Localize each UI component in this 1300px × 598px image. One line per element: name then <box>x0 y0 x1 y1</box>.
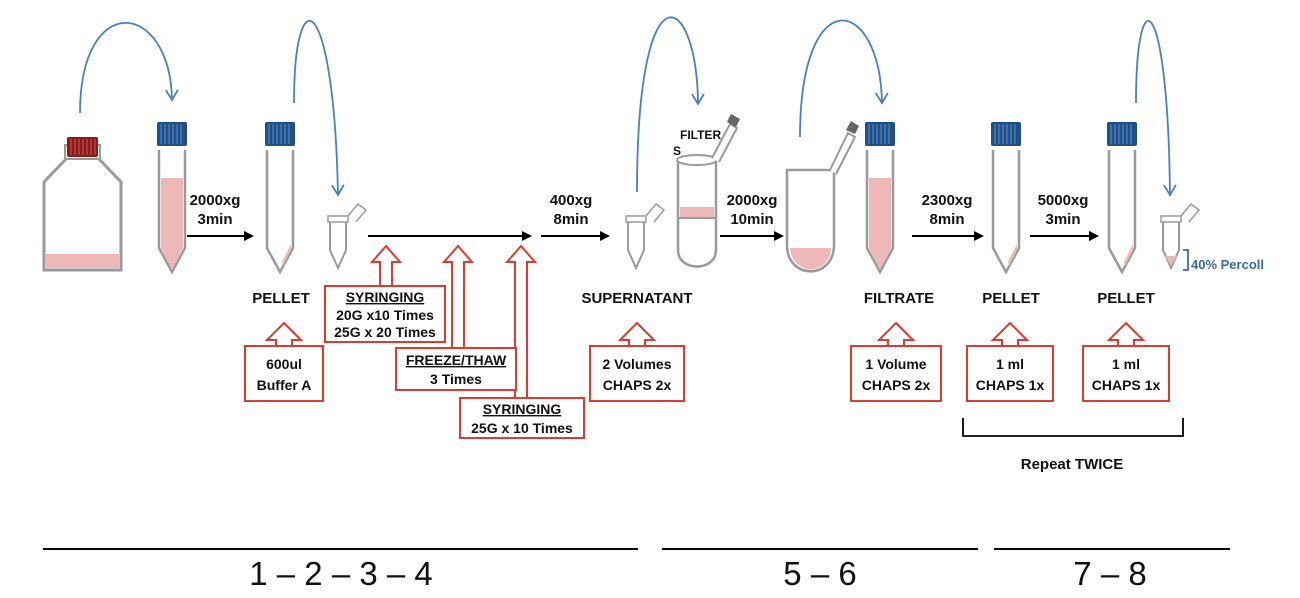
spin-speed-3: 2000xg <box>727 192 778 209</box>
box-syringing-1-line1: 20G x10 Times <box>336 307 434 323</box>
group-label-2: 5 – 6 <box>783 555 856 592</box>
spin-speed-2: 400xg <box>550 192 593 209</box>
spin-time-4: 8min <box>929 211 964 228</box>
stage-label-supernatant: SUPERNATANT <box>581 290 692 307</box>
stage-label-pellet-1: PELLET <box>252 290 310 307</box>
add-arrow-chaps-1vol <box>876 321 916 347</box>
add-arrow-buffer-a <box>264 321 304 347</box>
spin-speed-4: 2300xg <box>922 192 973 209</box>
box-syringing-2-line1: 25G x 10 Times <box>471 420 573 436</box>
add-arrow-syringing-1 <box>369 244 403 287</box>
filter-tube-icon <box>676 114 740 268</box>
falcon-tube-filtrate-icon <box>865 122 895 275</box>
box-buffer-a-line1: 600ul <box>266 356 302 372</box>
percoll-bracket <box>1183 249 1189 271</box>
box-chaps-1vol-line2: CHAPS 2x <box>862 377 931 393</box>
falcon-tube-pellet-icon-3 <box>1107 122 1137 275</box>
box-freeze-thaw-line1: 3 Times <box>430 371 482 387</box>
box-chaps-1vol: 1 Volume CHAPS 2x <box>850 345 942 402</box>
box-chaps-1ml-b-line2: CHAPS 1x <box>1092 377 1161 393</box>
transfer-arrow-1 <box>79 21 179 114</box>
box-chaps-2vol-line1: 2 Volumes <box>603 356 672 372</box>
culture-flask-icon <box>42 137 123 272</box>
box-chaps-1ml-b: 1 ml CHAPS 1x <box>1082 345 1170 402</box>
box-freeze-thaw: FREEZE/THAW 3 Times <box>395 347 517 391</box>
box-syringing-1-title: SYRINGING <box>346 289 425 305</box>
add-arrow-1ml-a <box>990 321 1030 347</box>
repeat-bracket <box>962 418 1184 437</box>
falcon-tube-icon-1 <box>157 122 187 275</box>
box-freeze-thaw-title: FREEZE/THAW <box>406 352 507 368</box>
falcon-tube-pellet-icon-2 <box>991 122 1021 275</box>
filter-label-suffix: S <box>673 144 681 158</box>
microtube-percoll-icon <box>1160 202 1201 271</box>
box-buffer-a-line2: Buffer A <box>257 377 312 393</box>
stage-label-pellet-3: PELLET <box>1097 290 1155 307</box>
box-chaps-1ml-a: 1 ml CHAPS 1x <box>966 345 1054 402</box>
group-label-3: 7 – 8 <box>1073 555 1146 592</box>
add-arrow-chaps-2vol <box>617 321 657 347</box>
microtube-icon-2 <box>625 202 666 271</box>
transfer-arrow-4 <box>799 19 889 138</box>
spin-time-2: 8min <box>553 211 588 228</box>
transfer-arrow-2 <box>293 20 345 197</box>
spin-time-5: 3min <box>1045 211 1080 228</box>
group-label-1: 1 – 2 – 3 – 4 <box>249 555 432 592</box>
filter-label: FILTER <box>680 128 721 142</box>
spin-speed-1: 2000xg <box>190 192 241 209</box>
falcon-tube-pellet-icon-1 <box>265 122 295 275</box>
box-syringing-2: SYRINGING 25G x 10 Times <box>459 397 585 439</box>
box-buffer-a: 600ul Buffer A <box>244 345 324 402</box>
box-chaps-2vol-line2: CHAPS 2x <box>603 377 672 393</box>
spin-speed-5: 5000xg <box>1038 192 1089 209</box>
microtube-icon-1 <box>327 202 368 271</box>
transfer-arrow-5 <box>1135 20 1177 197</box>
repeat-label: Repeat TWICE <box>1021 456 1124 473</box>
box-chaps-1ml-a-line2: CHAPS 1x <box>976 377 1045 393</box>
add-arrow-freeze-thaw <box>441 244 475 349</box>
box-chaps-1vol-line1: 1 Volume <box>865 356 926 372</box>
stage-label-filtrate: FILTRATE <box>864 290 934 307</box>
spin-time-1: 3min <box>197 211 232 228</box>
spin-time-3: 10min <box>730 211 773 228</box>
transfer-arrow-3 <box>636 16 705 193</box>
box-syringing-1: SYRINGING 20G x10 Times 25G x 20 Times <box>324 285 446 343</box>
open-tube-icon <box>785 121 859 273</box>
add-arrow-1ml-b <box>1106 321 1146 347</box>
percoll-label: 40% Percoll <box>1191 257 1264 272</box>
box-syringing-1-line2: 25G x 20 Times <box>334 324 436 340</box>
box-chaps-2vol: 2 Volumes CHAPS 2x <box>589 345 685 402</box>
box-chaps-1ml-b-line1: 1 ml <box>1112 356 1140 372</box>
box-chaps-1ml-a-line1: 1 ml <box>996 356 1024 372</box>
box-syringing-2-title: SYRINGING <box>483 401 562 417</box>
stage-label-pellet-2: PELLET <box>982 290 1040 307</box>
